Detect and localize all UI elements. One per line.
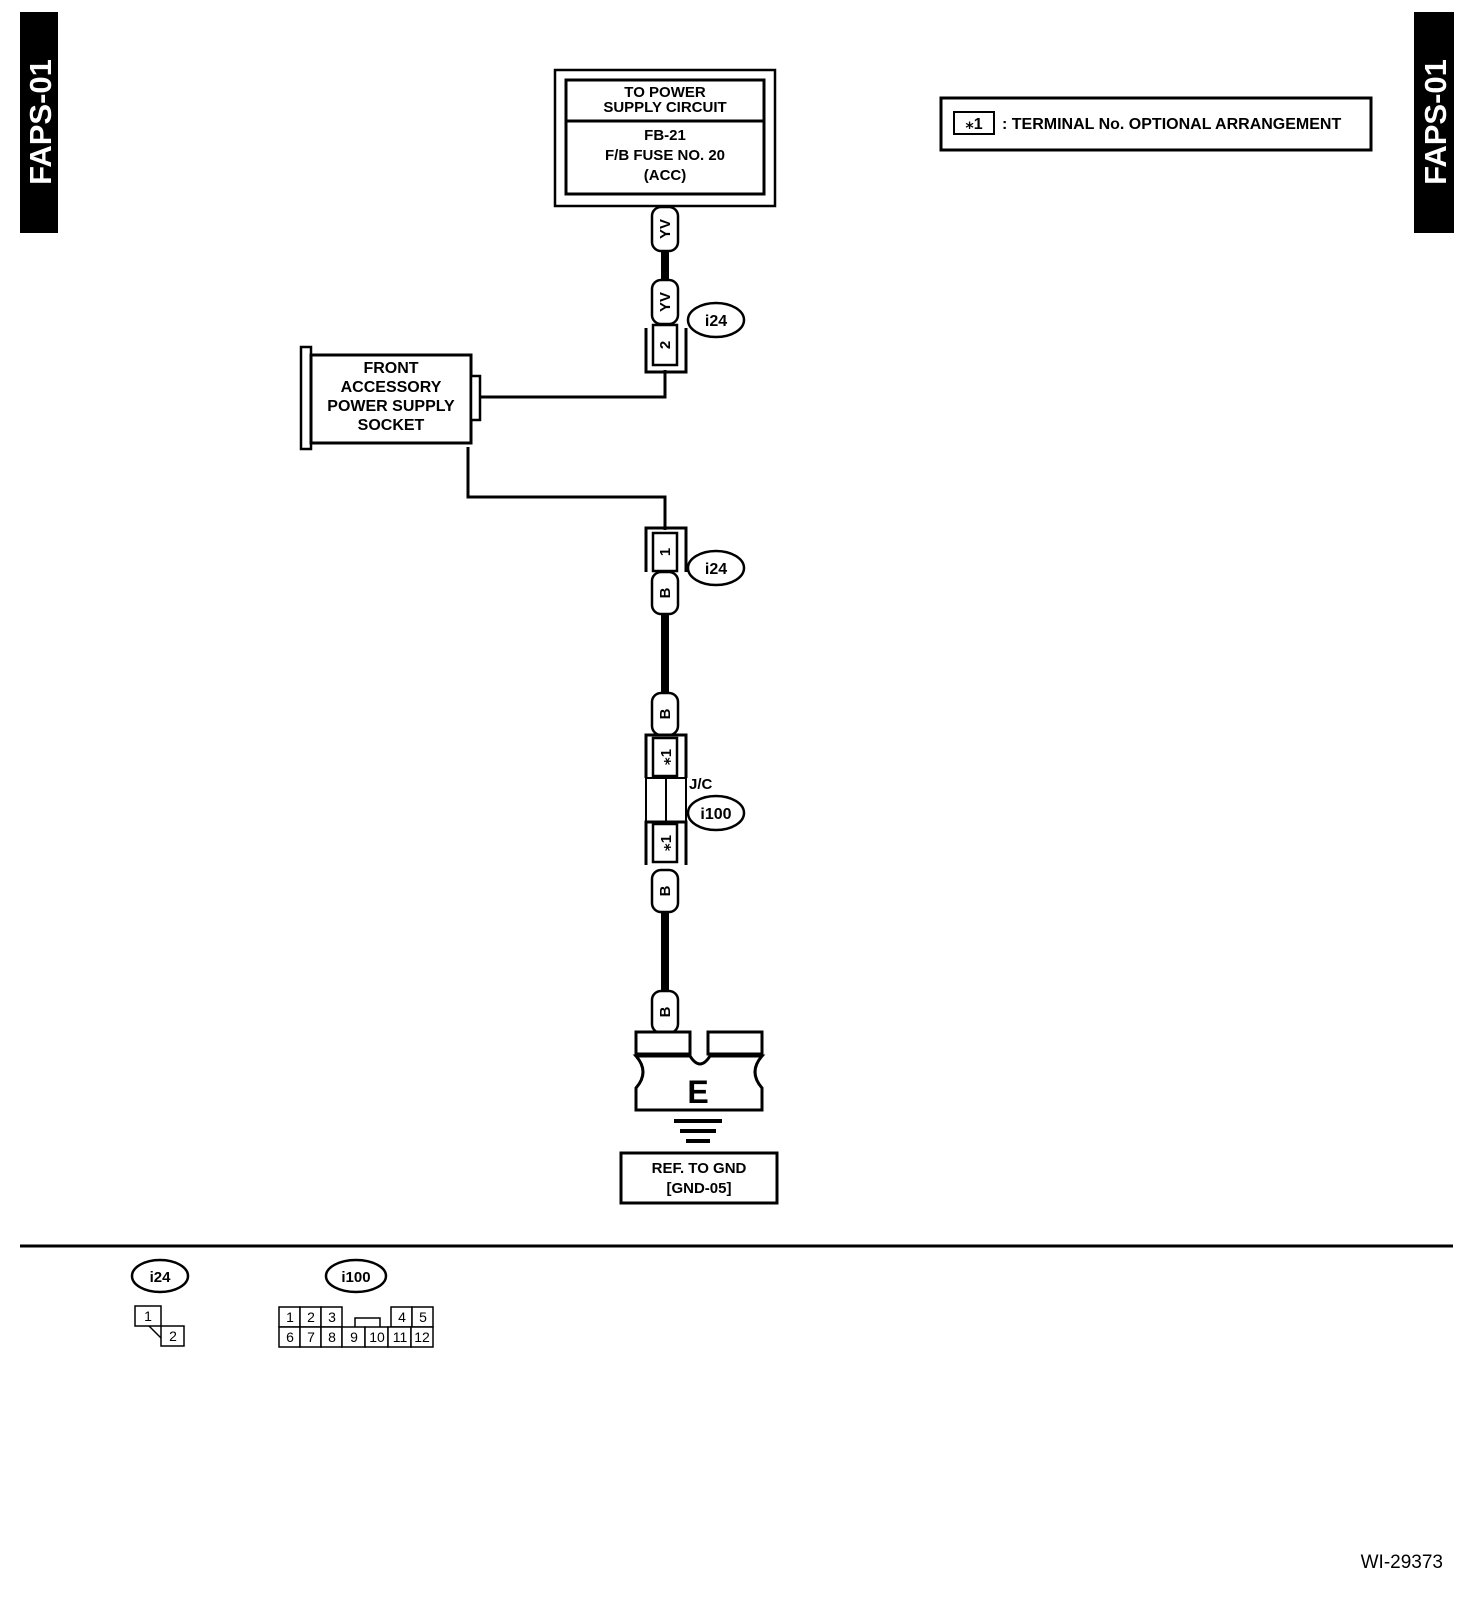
- connector-i24-tag-top: i24: [686, 301, 746, 339]
- svg-text:1: 1: [144, 1308, 152, 1324]
- jc-label: J/C: [689, 776, 713, 793]
- socket-line-2: ACCESSORY: [341, 379, 442, 396]
- connector-view-i100: i100 1 2 3 4 5 6 7 8 9 10 11 12: [278, 1258, 434, 1348]
- connector-view-i24: i24 1 2: [130, 1258, 190, 1347]
- socket-line-3: POWER SUPPLY: [327, 398, 455, 415]
- svg-text:i100: i100: [341, 1269, 370, 1286]
- wire-label-b-4: B: [650, 989, 680, 1035]
- svg-text:10: 10: [369, 1329, 385, 1345]
- wire-label-b-2: B: [650, 691, 680, 737]
- svg-text:2: 2: [657, 341, 674, 349]
- power-box-title-1: TO POWER: [624, 84, 706, 101]
- ground-ref-line-2: [GND-05]: [666, 1180, 731, 1197]
- joint-connector-i100: ⁎1 ⁎1: [644, 733, 688, 865]
- page-tag-right-text: FAPS-01: [1418, 59, 1453, 185]
- wire-label-b-3: B: [650, 868, 680, 914]
- terminal-note: ⁎1 : TERMINAL No. OPTIONAL ARRANGEMENT: [939, 96, 1373, 152]
- wire-label-yv-1: YV: [650, 205, 680, 253]
- ground-ref-line-1: REF. TO GND: [652, 1160, 747, 1177]
- power-box-line-1: FB-21: [644, 127, 686, 144]
- svg-text:i24: i24: [150, 1269, 172, 1286]
- svg-text:B: B: [657, 1006, 674, 1017]
- svg-text:11: 11: [393, 1329, 408, 1345]
- svg-text:B: B: [657, 587, 674, 598]
- svg-text:5: 5: [419, 1309, 427, 1325]
- ground-label: E: [687, 1074, 708, 1110]
- power-box-line-2: F/B FUSE NO. 20: [605, 147, 725, 164]
- svg-text:B: B: [657, 708, 674, 719]
- connector-i100-tag: i100: [686, 794, 746, 832]
- connector-i24-tag-bottom: i24: [686, 549, 746, 587]
- socket-line-1: FRONT: [363, 360, 418, 377]
- ground-ref-box: REF. TO GND [GND-05]: [619, 1151, 779, 1205]
- svg-text:2: 2: [307, 1309, 315, 1325]
- svg-text:4: 4: [398, 1309, 406, 1325]
- page-tag-left: FAPS-01: [20, 12, 58, 233]
- svg-text:i24: i24: [705, 313, 727, 330]
- ground-symbol-icon: [674, 1119, 722, 1143]
- power-supply-box: TO POWER SUPPLY CIRCUIT FB-21 F/B FUSE N…: [553, 68, 777, 208]
- ground-terminal: E: [632, 1030, 766, 1112]
- svg-text:i100: i100: [700, 806, 731, 823]
- note-text: : TERMINAL No. OPTIONAL ARRANGEMENT: [1002, 116, 1341, 133]
- svg-text:2: 2: [169, 1328, 177, 1344]
- note-symbol: ⁎1: [965, 116, 982, 133]
- svg-text:B: B: [657, 885, 674, 896]
- svg-text:9: 9: [350, 1329, 358, 1345]
- svg-text:YV: YV: [657, 219, 674, 239]
- accessory-socket: FRONT ACCESSORY POWER SUPPLY SOCKET: [299, 345, 482, 451]
- svg-text:⁎1: ⁎1: [658, 749, 675, 765]
- socket-line-4: SOCKET: [358, 417, 425, 434]
- wire-power-to-socket: [477, 370, 667, 399]
- svg-text:6: 6: [286, 1329, 294, 1345]
- power-box-title-2: SUPPLY CIRCUIT: [603, 99, 726, 116]
- figure-id: WI-29373: [1361, 1552, 1443, 1573]
- svg-text:⁎1: ⁎1: [658, 835, 675, 851]
- svg-text:3: 3: [328, 1309, 336, 1325]
- connector-i24-pin-2: 2: [644, 323, 688, 374]
- wires: [466, 250, 669, 995]
- wire-label-b-1: B: [650, 570, 680, 616]
- svg-text:12: 12: [414, 1329, 430, 1345]
- wire-label-yv-2: YV: [650, 278, 680, 326]
- connector-i24-pin-1: 1: [644, 526, 688, 573]
- svg-text:i24: i24: [705, 561, 727, 578]
- svg-text:8: 8: [328, 1329, 336, 1345]
- wire-socket-to-ground: [466, 447, 667, 530]
- svg-text:7: 7: [307, 1329, 315, 1345]
- svg-text:1: 1: [657, 548, 674, 556]
- svg-text:YV: YV: [657, 292, 674, 312]
- page-tag-left-text: FAPS-01: [23, 59, 58, 185]
- power-box-line-3: (ACC): [644, 167, 687, 184]
- svg-text:1: 1: [286, 1309, 294, 1325]
- page-tag-right: FAPS-01: [1414, 12, 1454, 233]
